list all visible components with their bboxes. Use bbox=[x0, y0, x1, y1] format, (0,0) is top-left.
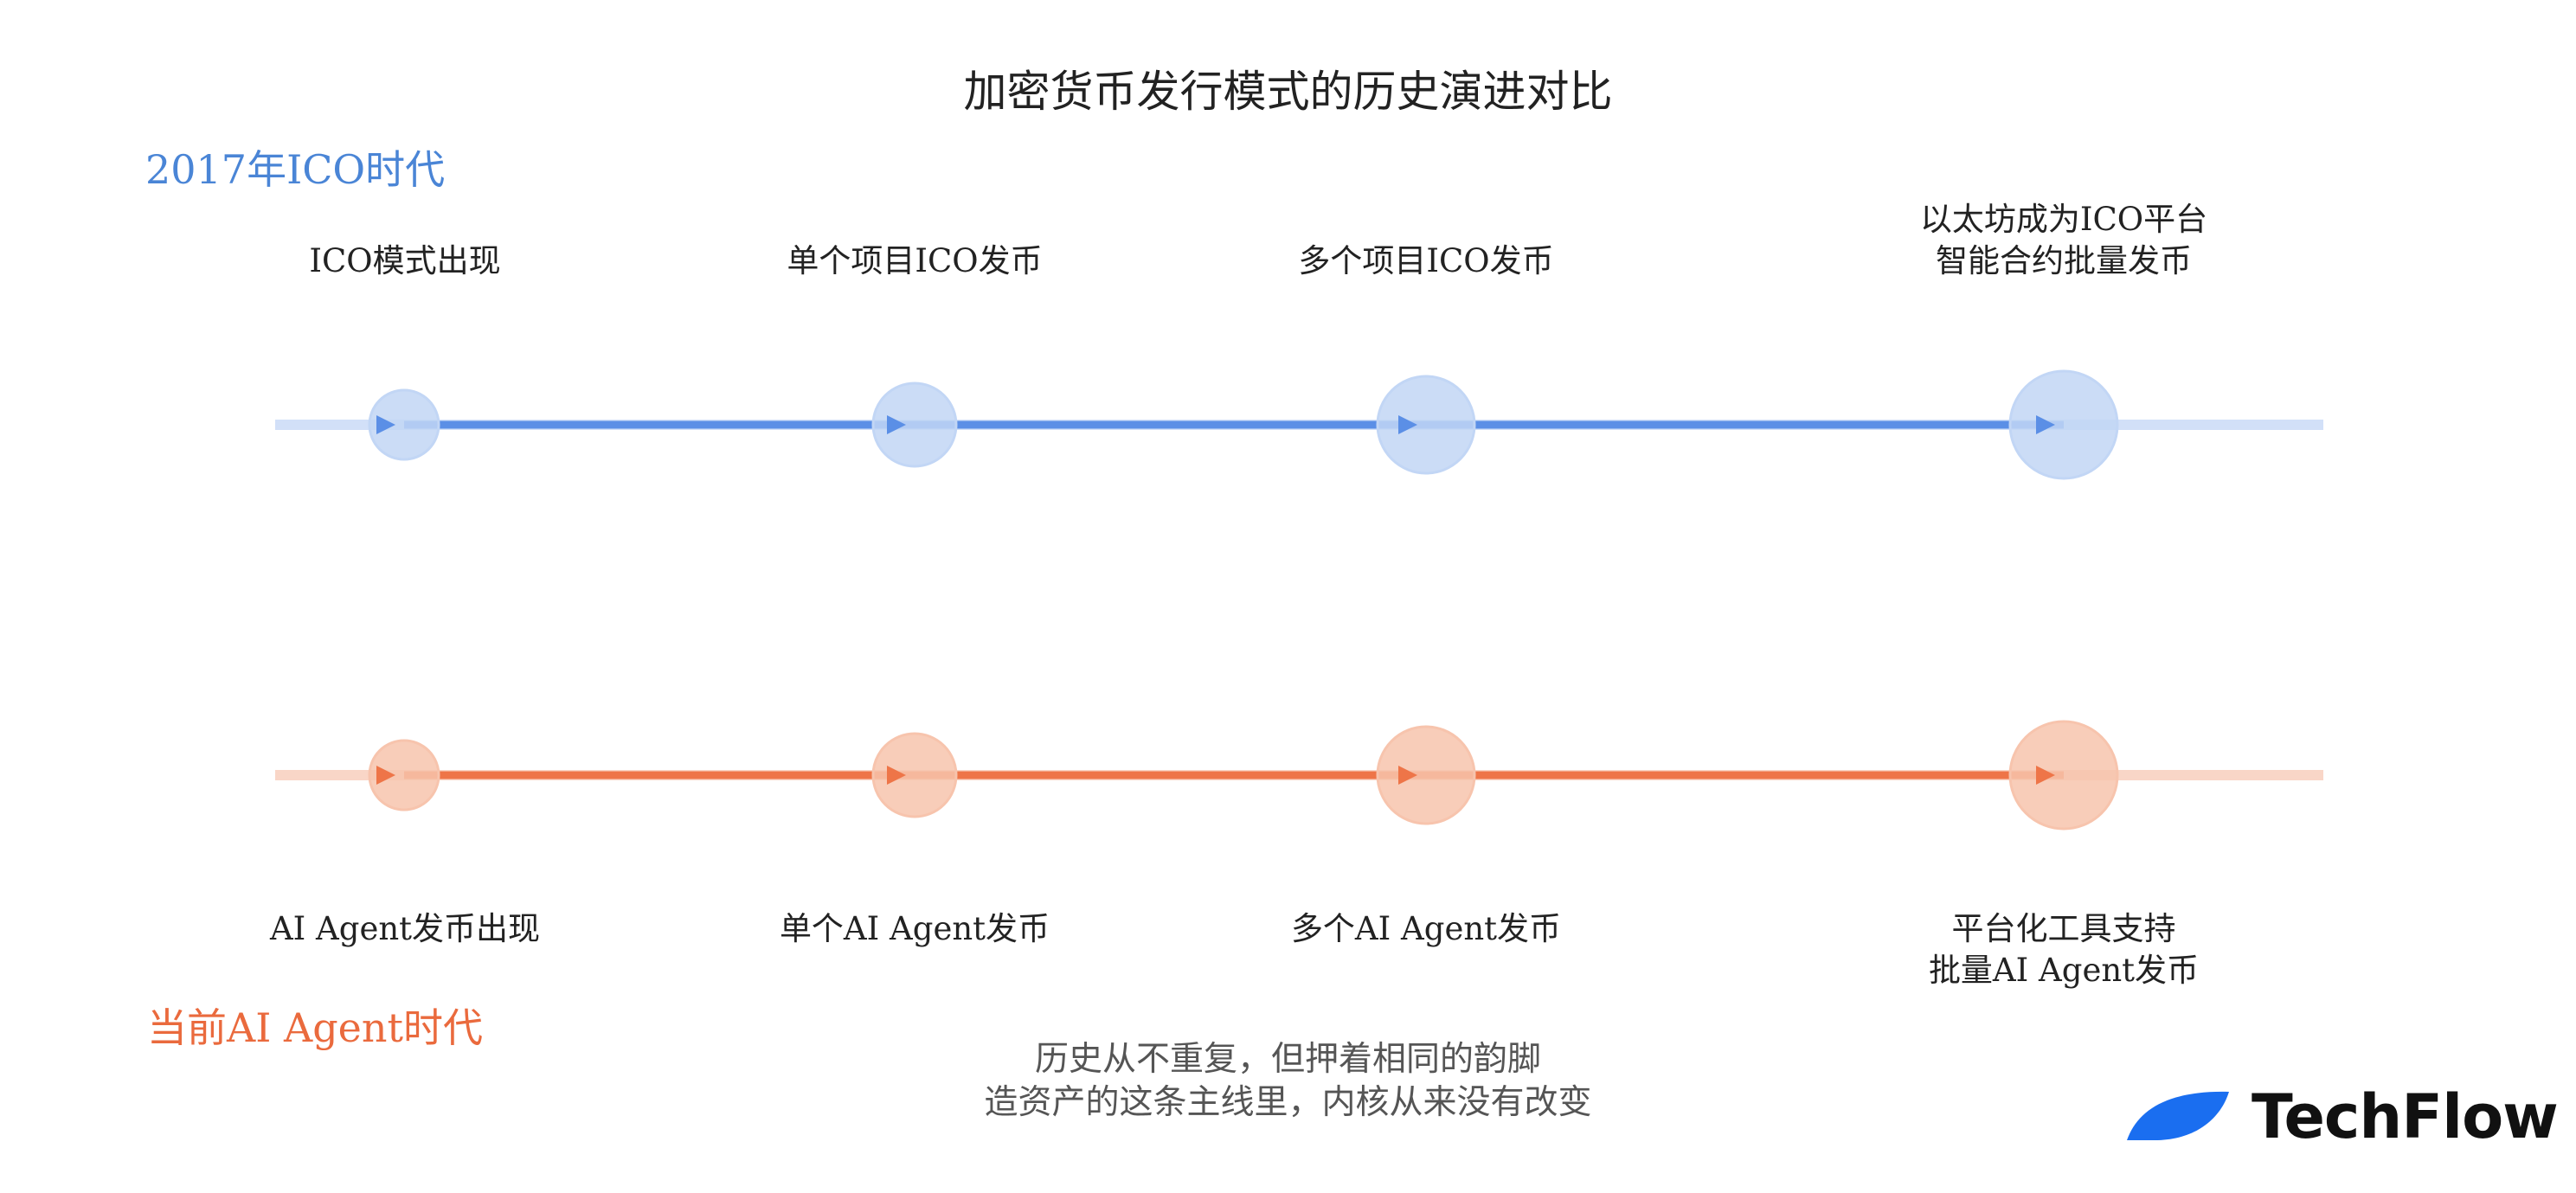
ico-node-1 bbox=[368, 388, 440, 461]
ai-arrow-2 bbox=[887, 766, 906, 785]
ico-node-2-label: 单个项目ICO发币 bbox=[787, 242, 1043, 279]
ico-era-label: 2017年ICO时代 bbox=[145, 146, 446, 193]
ico-arrow-1 bbox=[376, 415, 395, 434]
ico-node-4 bbox=[2008, 369, 2119, 480]
caption-line-2: 造资产的这条主线里，内核从来没有改变 bbox=[984, 1083, 1592, 1122]
ico-node-2 bbox=[871, 382, 958, 468]
caption: 历史从不重复，但押着相同的韵脚 造资产的这条主线里，内核从来没有改变 bbox=[0, 1038, 2576, 1125]
ai-arrow-3 bbox=[1398, 766, 1417, 785]
brand-logo: TechFlow bbox=[2127, 1081, 2559, 1152]
techflow-logo-icon bbox=[2127, 1088, 2229, 1145]
ai-node-2 bbox=[871, 732, 958, 818]
ai-arrow-4 bbox=[2036, 766, 2055, 785]
ai-node-4 bbox=[2008, 720, 2119, 831]
ai-node-1 bbox=[368, 739, 440, 811]
ico-node-3-label: 多个项目ICO发币 bbox=[1298, 242, 1554, 279]
ai-node-3-label: 多个AI Agent发币 bbox=[1290, 910, 1562, 947]
ai-arrow-1 bbox=[376, 766, 395, 785]
diagram-title: 加密货币发行模式的历史演进对比 bbox=[963, 67, 1613, 117]
caption-line-1: 历史从不重复，但押着相同的韵脚 bbox=[1034, 1040, 1541, 1079]
ai-timeline bbox=[275, 720, 2323, 831]
ai-node-2-label: 单个AI Agent发币 bbox=[779, 910, 1050, 947]
ico-node-3 bbox=[1376, 375, 1476, 475]
ico-arrow-3 bbox=[1398, 415, 1417, 434]
ico-node-1-label: ICO模式出现 bbox=[309, 242, 501, 279]
brand-name: TechFlow bbox=[2252, 1081, 2559, 1152]
ico-node-4-label: 以太坊成为ICO平台 智能合约批量发币 bbox=[1919, 201, 2208, 279]
ico-arrow-4 bbox=[2036, 415, 2055, 434]
ico-timeline bbox=[275, 369, 2323, 480]
ai-node-3 bbox=[1376, 725, 1476, 825]
ai-era-label: 当前AI Agent时代 bbox=[147, 1004, 484, 1051]
ai-node-1-label: AI Agent发币出现 bbox=[269, 910, 541, 947]
ico-arrow-2 bbox=[887, 415, 906, 434]
ai-node-4-label: 平台化工具支持 批量AI Agent发币 bbox=[1928, 910, 2200, 989]
